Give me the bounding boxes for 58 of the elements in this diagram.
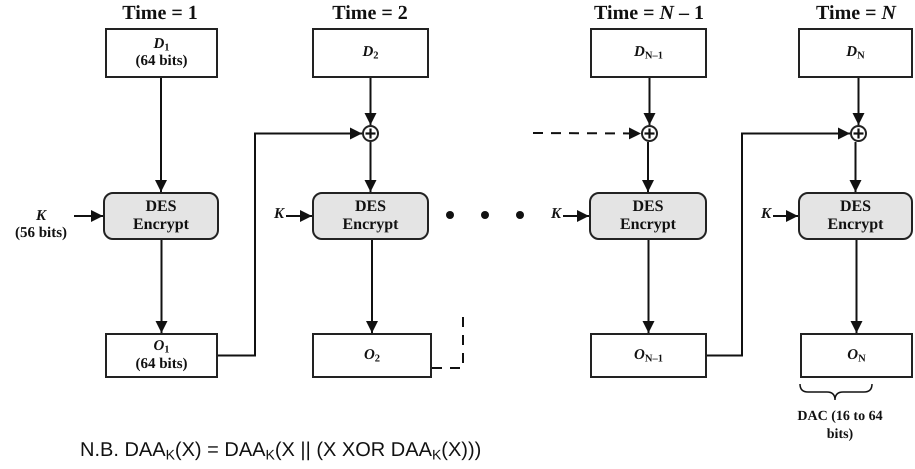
block-label: DES Encrypt	[619, 198, 677, 234]
arrow	[533, 127, 641, 140]
key-label: K	[760, 206, 771, 224]
block-label: O$_{N–1}$	[634, 346, 663, 364]
arrow	[642, 240, 654, 333]
key-label: K	[274, 206, 284, 224]
arrow	[852, 78, 864, 125]
arrow	[286, 210, 312, 222]
arrow	[364, 142, 376, 192]
block-label: DES Encrypt	[342, 198, 400, 234]
time-heading: Time = 1	[121, 1, 199, 26]
block-label: D$_{1}$	[153, 36, 170, 53]
des-encrypt-box	[589, 192, 707, 240]
xor-circle	[641, 125, 658, 142]
block-label: D$_{2}$	[362, 44, 379, 62]
block-label: O$_{N}$	[847, 346, 866, 364]
data-box	[312, 28, 429, 78]
xor-circle	[362, 125, 379, 142]
block-label: DES Encrypt	[132, 198, 190, 234]
arrow	[74, 210, 103, 222]
arrow	[644, 78, 656, 125]
arrow	[773, 210, 798, 222]
arrow	[707, 128, 850, 356]
block-label: D$_{N}$	[846, 44, 865, 62]
key-label: K	[36, 208, 46, 225]
block-label: D$_{N–1}$	[634, 44, 663, 62]
arrow	[156, 240, 168, 333]
arrow	[364, 78, 376, 125]
data-box	[798, 28, 913, 78]
data-box	[800, 333, 913, 378]
block-label: O$_{2}$	[364, 346, 380, 364]
arrow	[642, 142, 654, 192]
key-label: K	[550, 206, 561, 224]
arrow	[218, 128, 362, 356]
arrow	[563, 210, 589, 222]
output-size-label: DAC (16 to 64 bits)	[796, 408, 884, 443]
block-label: O$_{1}$	[153, 338, 170, 356]
des-encrypt-box	[798, 192, 913, 240]
arrow	[155, 78, 167, 192]
time-heading: Time = 2	[331, 1, 409, 26]
des-encrypt-box	[103, 192, 219, 240]
data-box	[590, 333, 707, 378]
time-heading: Time = N	[815, 1, 898, 26]
data-box	[105, 28, 218, 78]
size-label: (64 bits)	[135, 356, 188, 373]
arrow	[366, 240, 378, 333]
key-size-label: (56 bits)	[14, 225, 68, 242]
note-text: N.B. DAA$_{K}$(X) = DAA$_{K}$(X || (X XOR DAA$_{K}$(X)))	[80, 438, 482, 463]
data-box	[105, 333, 218, 378]
size-label: (64 bits)	[135, 53, 188, 70]
block-label: DES Encrypt	[826, 198, 884, 234]
time-heading: Time = N – 1	[593, 1, 705, 26]
des-encrypt-box	[312, 192, 429, 240]
arrow	[850, 142, 862, 192]
xor-circle	[850, 125, 867, 142]
arrow	[850, 240, 862, 333]
data-box	[312, 333, 432, 378]
data-box	[590, 28, 707, 78]
